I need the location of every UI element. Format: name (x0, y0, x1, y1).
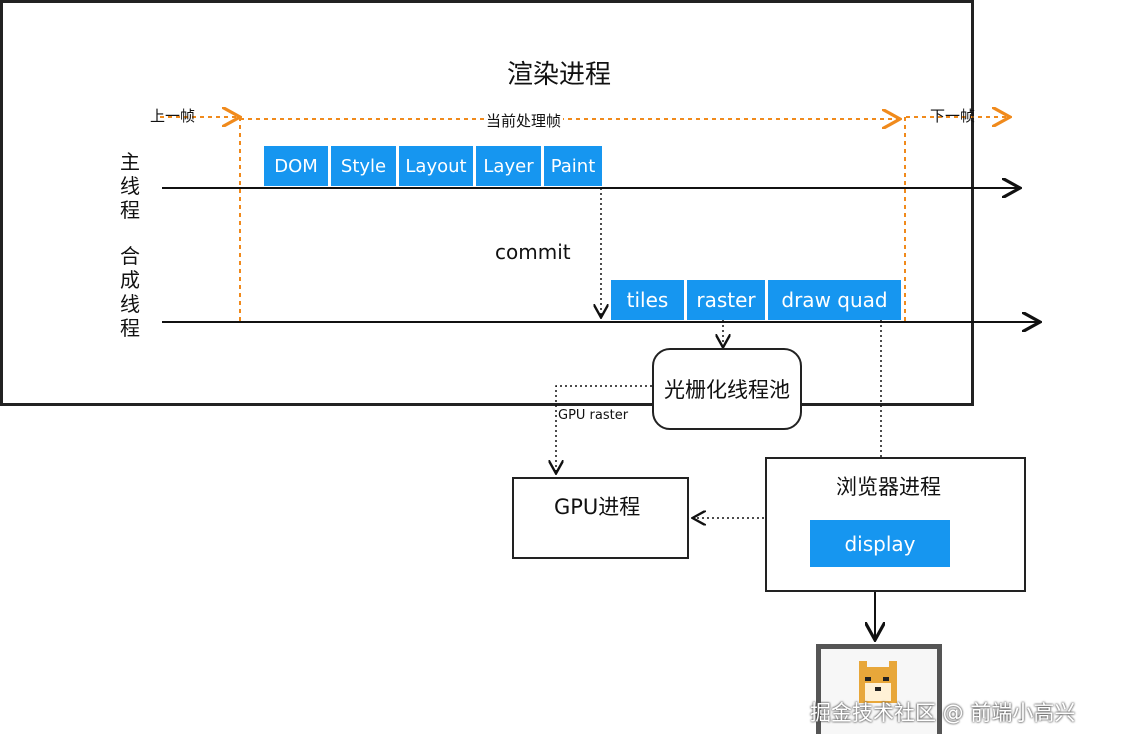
current-frame-label: 当前处理帧 (484, 110, 564, 131)
gpu-raster-label: GPU raster (558, 408, 629, 423)
task-dom: DOM (264, 146, 328, 186)
display-task: display (810, 520, 950, 567)
task-paint: Paint (544, 146, 602, 186)
main-thread-label: 主线程 (120, 150, 140, 222)
gpu-process-label: GPU进程 (554, 495, 641, 519)
render-process-title: 渲染进程 (507, 60, 612, 90)
prev-frame-label: 上一帧 (150, 107, 196, 125)
gpu-process-box: GPU进程 (512, 477, 689, 559)
monitor-icon (816, 644, 942, 734)
doge-icon (859, 661, 897, 703)
browser-process-box: 浏览器进程 (765, 457, 1026, 592)
gpu-raster-arrow (556, 385, 652, 472)
task-style: Style (331, 146, 396, 186)
compositor-thread-label: 合成线程 (120, 244, 140, 340)
task-layer: Layer (476, 146, 541, 186)
browser-process-label: 浏览器进程 (836, 475, 941, 499)
task-raster: raster (687, 280, 765, 320)
task-tiles: tiles (611, 280, 684, 320)
task-draw-quad: draw quad (768, 280, 901, 320)
render-process-box (0, 0, 974, 406)
raster-thread-pool: 光栅化线程池 (652, 348, 802, 430)
next-frame-label: 下一帧 (930, 107, 976, 125)
watermark: 掘金技术社区 @ 前端小高兴 (810, 701, 1076, 725)
task-layout: Layout (399, 146, 473, 186)
commit-label: commit (495, 240, 571, 264)
